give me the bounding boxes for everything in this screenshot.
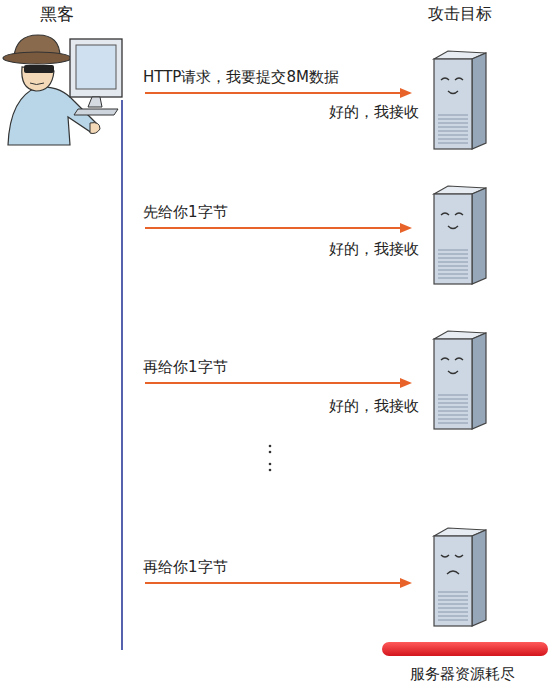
arrow-label: HTTP请求，我要提交8M数据: [143, 68, 339, 86]
node-caption: 服务器资源耗尽: [410, 665, 515, 683]
arrow-label: 先给你1字节: [143, 203, 228, 221]
arrow-label: 再给你1字节: [143, 358, 228, 376]
server-node: 好的，我接收: [412, 325, 494, 433]
server-node: 服务器资源耗尽: [412, 522, 494, 630]
arrow-label: 再给你1字节: [143, 558, 228, 576]
server-illustration: [412, 45, 494, 153]
request-arrow: [145, 378, 412, 388]
request-arrow: [145, 223, 412, 233]
node-caption: 好的，我接收: [329, 103, 419, 121]
server-node: 攻击目标好的，我接收: [412, 45, 494, 153]
server-node: 好的，我接收: [412, 180, 494, 288]
request-arrow: [145, 578, 412, 588]
exhaustion-bar: [382, 642, 548, 656]
node-caption: 好的，我接收: [329, 240, 419, 258]
node-heading: 黑客: [40, 5, 74, 23]
server-illustration: [412, 522, 494, 630]
server-illustration: [412, 325, 494, 433]
ellipsis-dots: [269, 445, 272, 472]
node-heading: 攻击目标: [428, 5, 492, 23]
hacker-actor: 黑客: [0, 5, 145, 650]
node-caption: 好的，我接收: [329, 397, 419, 415]
request-arrow: [145, 88, 412, 98]
server-illustration: [412, 180, 494, 288]
hacker-illustration: [0, 5, 145, 650]
